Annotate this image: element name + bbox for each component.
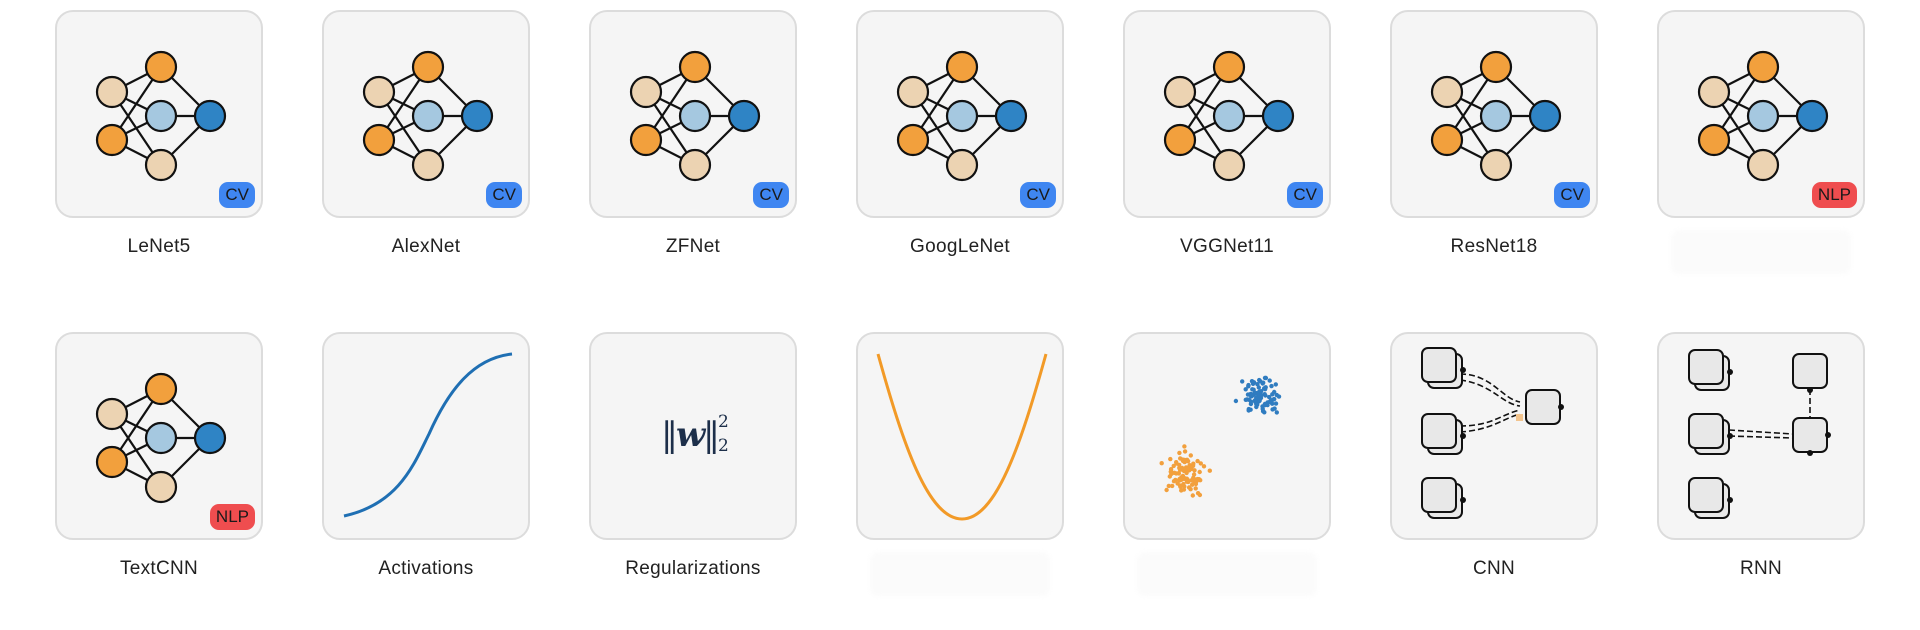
norm-formula-icon: ‖ w ‖ 2 2 bbox=[661, 412, 729, 456]
tile-label[interactable]: AlexNet bbox=[391, 236, 461, 257]
obscured-label bbox=[1137, 552, 1317, 596]
model-card[interactable]: NLP bbox=[55, 332, 263, 540]
activations-card[interactable] bbox=[322, 332, 530, 540]
tile-label[interactable]: GoogLeNet bbox=[910, 236, 1010, 257]
rnn-block-diagram-icon bbox=[1688, 349, 1831, 519]
model-card[interactable]: CV bbox=[856, 10, 1064, 218]
obscured-label bbox=[870, 552, 1050, 596]
cv-badge: CV bbox=[1287, 182, 1323, 208]
cv-badge: CV bbox=[1554, 182, 1590, 208]
regularizations-card[interactable]: ‖ w ‖ 2 2 bbox=[589, 332, 797, 540]
nlp-badge: NLP bbox=[209, 504, 255, 530]
model-card[interactable]: NLP bbox=[1657, 10, 1865, 218]
model-card[interactable]: CV bbox=[322, 10, 530, 218]
model-card[interactable]: CV bbox=[589, 10, 797, 218]
rnn-card[interactable] bbox=[1657, 332, 1865, 540]
tile-label[interactable]: VGGNet11 bbox=[1180, 236, 1274, 257]
svg-text:2: 2 bbox=[718, 436, 729, 456]
svg-text:2: 2 bbox=[718, 412, 729, 432]
model-card[interactable]: CV bbox=[55, 10, 263, 218]
cnn-card[interactable] bbox=[1390, 332, 1598, 540]
svg-text:w: w bbox=[676, 415, 707, 455]
clusters-card[interactable] bbox=[1123, 332, 1331, 540]
tile-label[interactable]: RNN bbox=[1739, 558, 1783, 579]
parabola-icon bbox=[876, 353, 1048, 521]
cv-badge: CV bbox=[1020, 182, 1056, 208]
tile-label[interactable]: ResNet18 bbox=[1450, 236, 1538, 257]
tile-label[interactable]: TextCNN bbox=[119, 558, 199, 579]
svg-text:‖: ‖ bbox=[703, 415, 720, 455]
tile-label[interactable]: LeNet5 bbox=[127, 236, 191, 257]
model-card[interactable]: CV bbox=[1390, 10, 1598, 218]
model-card[interactable]: CV bbox=[1123, 10, 1331, 218]
nlp-badge: NLP bbox=[1811, 182, 1857, 208]
tile-label[interactable]: ZFNet bbox=[665, 236, 721, 257]
cv-badge: CV bbox=[219, 182, 255, 208]
obscured-label bbox=[1671, 230, 1851, 274]
scatter-clusters-icon bbox=[1159, 375, 1282, 498]
tile-label[interactable]: Activations bbox=[378, 558, 474, 579]
cv-badge: CV bbox=[753, 182, 789, 208]
tile-label[interactable]: Regularizations bbox=[625, 558, 761, 579]
sigmoid-curve-icon bbox=[343, 352, 513, 518]
cv-badge: CV bbox=[486, 182, 522, 208]
cnn-block-diagram-icon bbox=[1421, 347, 1564, 519]
parabola-card[interactable] bbox=[856, 332, 1064, 540]
tile-label[interactable]: CNN bbox=[1472, 558, 1516, 579]
svg-text:‖: ‖ bbox=[661, 415, 678, 455]
